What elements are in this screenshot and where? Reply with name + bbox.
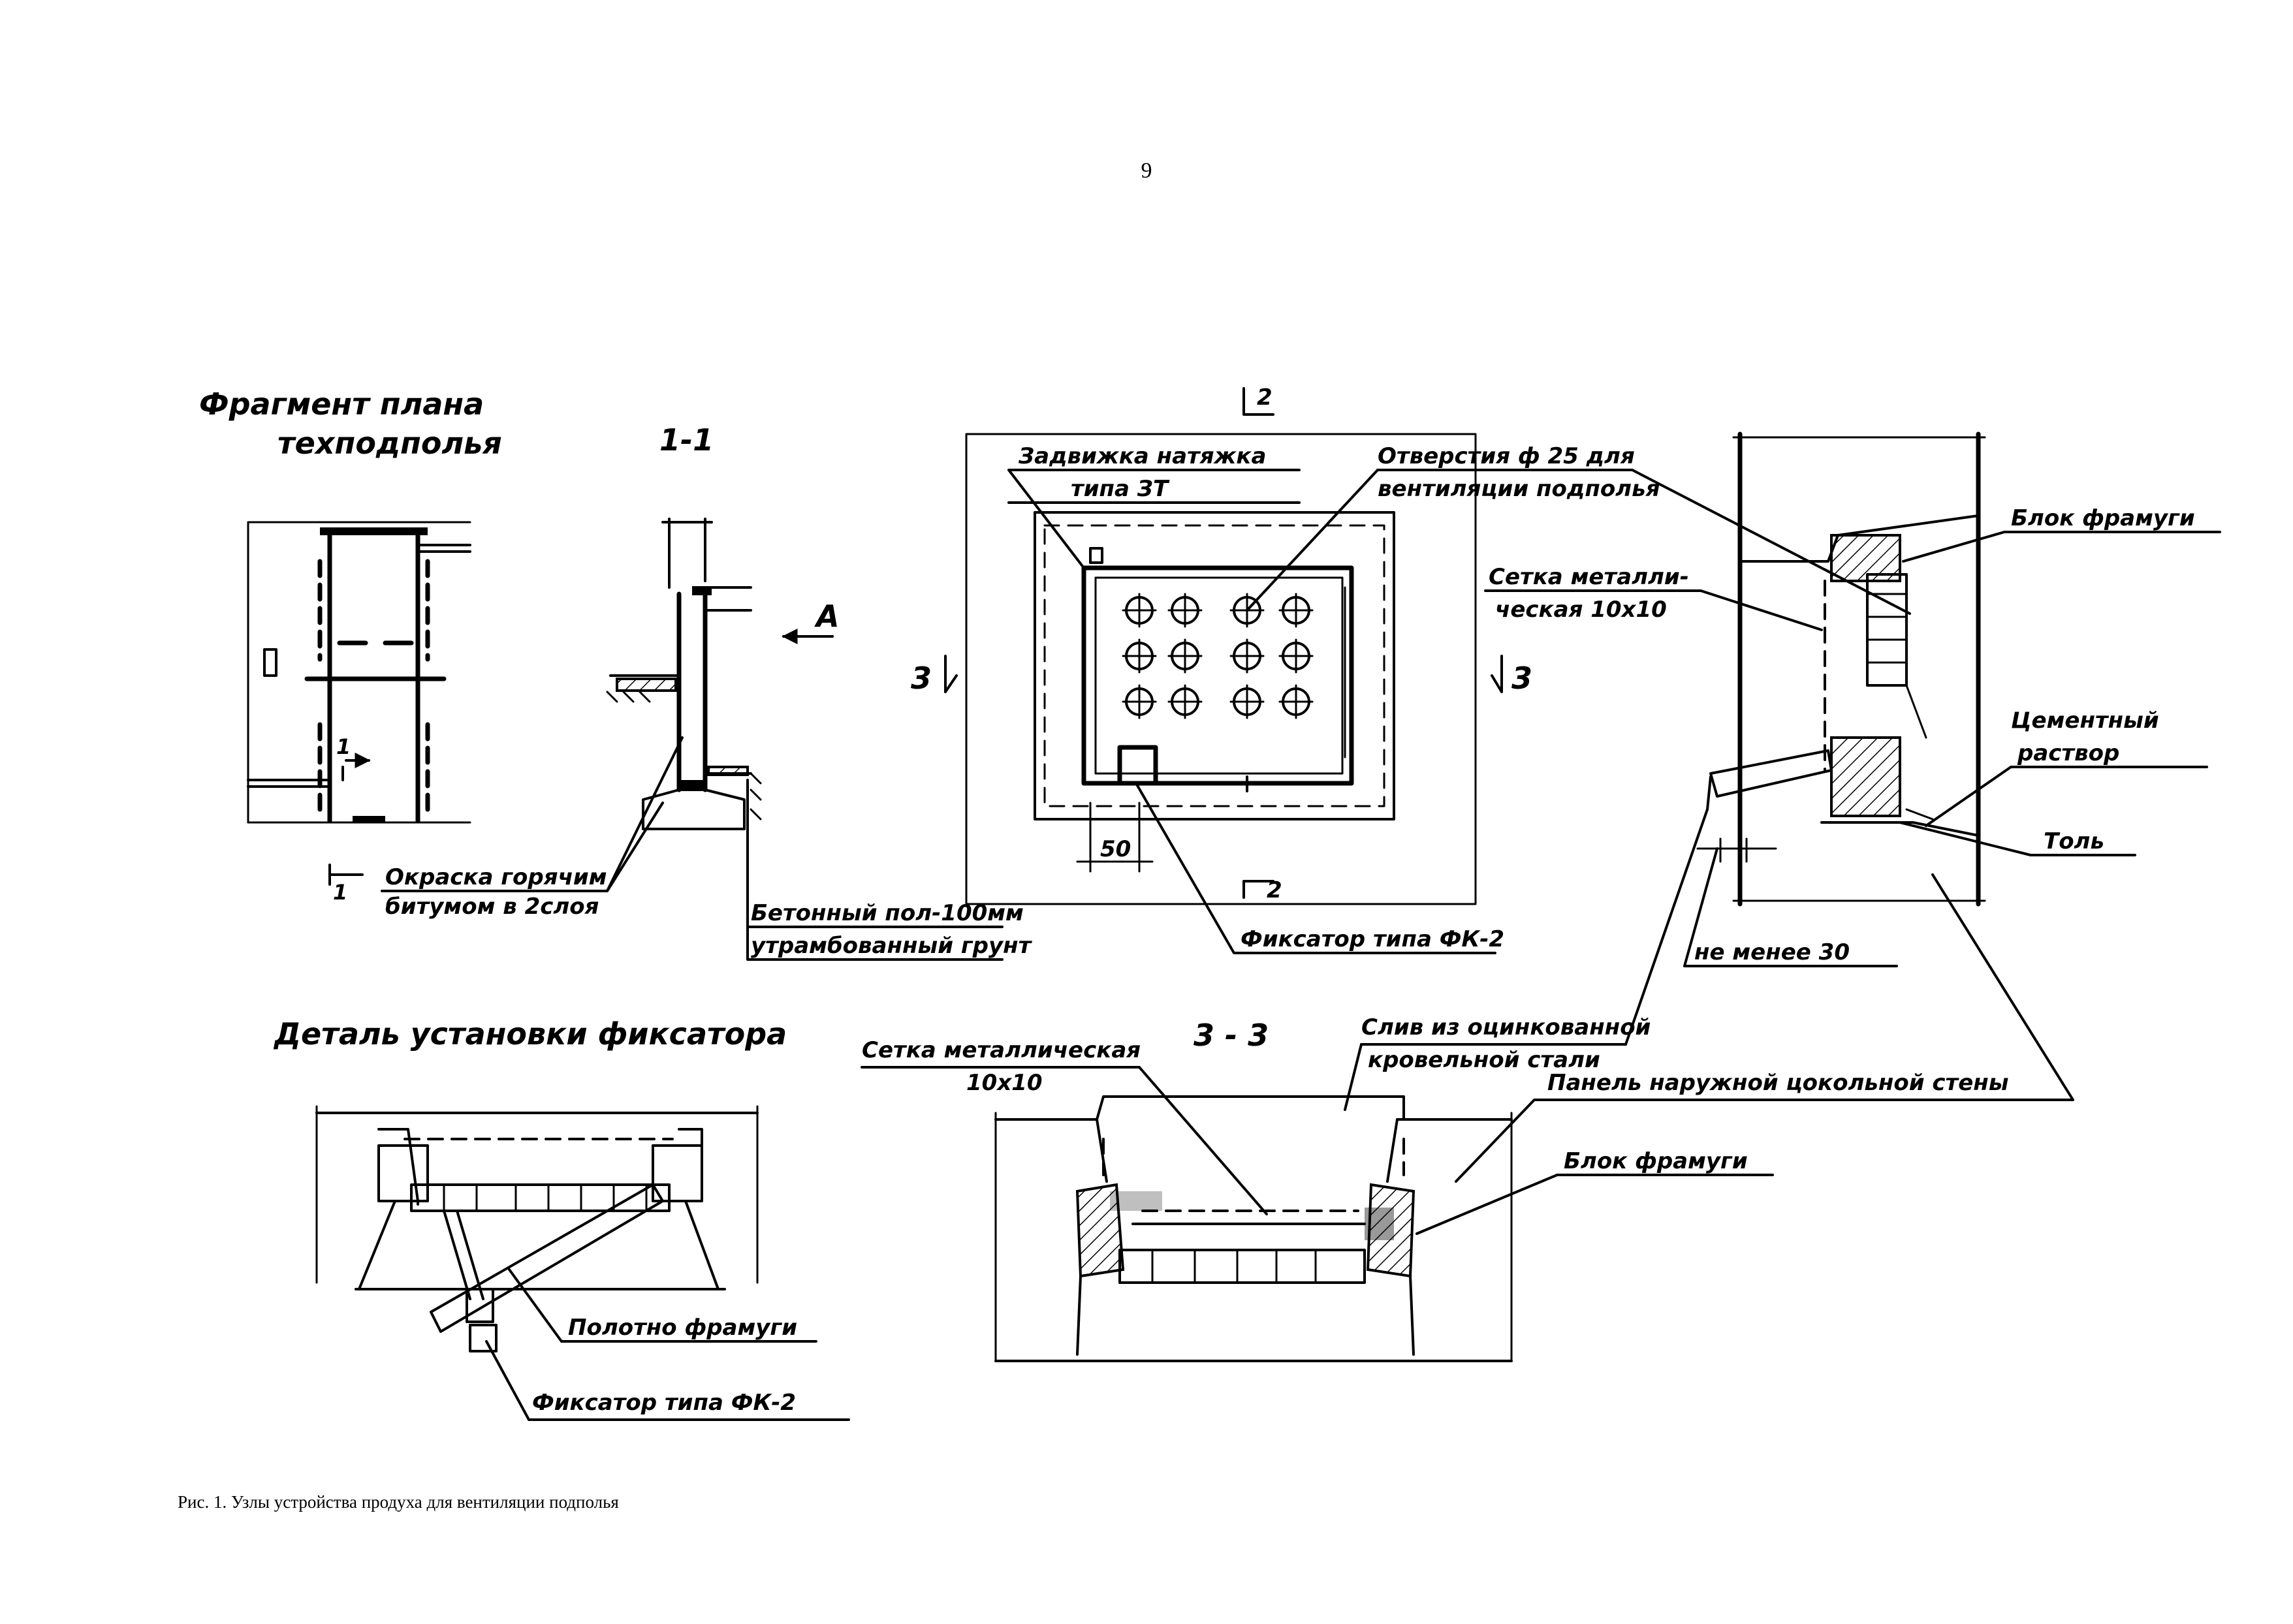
holes-label-line2: вентиляции подполья (1378, 476, 1660, 502)
fixer-detail-callout: Фиксатор типа ФК-2 (485, 1340, 850, 1421)
view-a-elevation: 2 3 3 2 50 (911, 384, 1532, 905)
fixer-detail-title: Деталь установки фиксатора (273, 1016, 787, 1052)
fixer-label: Фиксатор типа ФК-2 (1241, 926, 1504, 952)
cement-label-line2: раствор (2017, 740, 2119, 766)
tol-callout: Толь (1899, 821, 2136, 856)
section-3-3: 3 - 3 (994, 1018, 1513, 1362)
min30-label: не менее 30 (1694, 939, 1850, 965)
block-top-callout: Блок фрамуги (1902, 505, 2221, 563)
bitumen-label-line2: битумом в 2слоя (385, 894, 599, 920)
drip-label-line2: кровельной стали (1368, 1047, 1600, 1073)
sash-callout: Полотно фрамуги (508, 1268, 817, 1343)
holes-label-line1: Отверстия ф 25 для (1378, 443, 1635, 469)
sash-label: Полотно фрамуги (568, 1315, 797, 1341)
concrete-floor-label-line2: утрамбованный грунт (751, 933, 1033, 959)
fixer-detail: Деталь установки фиксатора (273, 1016, 787, 1352)
section-2-2 (1706, 431, 1986, 907)
cut-mark-3-right: 3 (1511, 661, 1532, 696)
plan-fragment: Фрагмент плана техподполья 1 1 (199, 386, 502, 905)
page-number: 9 (1141, 159, 1152, 183)
latch-label-line2: типа ЗТ (1071, 476, 1170, 502)
mesh-label-line2: ческая 10х10 (1495, 597, 1667, 623)
fixer-detail-label: Фиксатор типа ФК-2 (532, 1390, 796, 1416)
bitumen-label-line1: Окраска горячим (385, 864, 607, 890)
cement-label-line1: Цементный (2011, 708, 2159, 734)
mesh33-callout: Сетка металлическая 10х10 (861, 1037, 1268, 1215)
mesh33-label-line2: 10х10 (966, 1070, 1043, 1096)
drip-label-line1: Слив из оцинкованной (1361, 1014, 1651, 1040)
block33-callout: Блок фрамуги (1415, 1148, 1774, 1235)
cement-callout: Цементный раствор (1925, 708, 2208, 827)
view-arrow-a-label: А (814, 599, 840, 634)
section-3-3-title: 3 - 3 (1194, 1018, 1269, 1053)
concrete-floor-callout: Бетонный пол-100мм утрамбованный грунт (746, 779, 1033, 961)
plan-fragment-title-line2: техподполья (277, 426, 502, 461)
dim-50: 50 (1100, 836, 1131, 862)
plan-fragment-title-line1: Фрагмент плана (199, 386, 484, 422)
section-1-1-title: 1-1 (659, 422, 714, 458)
panel-label: Панель наружной цокольной стены (1547, 1070, 2009, 1096)
latch-label-line1: Задвижка натяжка (1018, 443, 1266, 469)
min30-callout: не менее 30 (1683, 837, 1898, 967)
panel-callout: Панель наружной цокольной стены (1455, 873, 2074, 1183)
block-top-label: Блок фрамуги (2011, 505, 2195, 531)
mesh-label-line1: Сетка металли- (1489, 564, 1689, 590)
cut-mark-1-bottom: 1 (333, 880, 347, 905)
holes-callout: Отверстия ф 25 для вентиляции подполья (1246, 443, 1660, 612)
cut-mark-1-top: 1 (336, 734, 351, 759)
bitumen-callout: Окраска горячим битумом в 2слоя (381, 736, 684, 920)
figure-caption: Рис. 1. Узлы устройства продуха для вент… (178, 1492, 619, 1512)
vent-holes (1122, 593, 1314, 719)
cut-mark-2-bottom: 2 (1267, 877, 1282, 903)
latch-callout: Задвижка натяжка типа ЗТ (1007, 443, 1301, 569)
tol-label: Толь (2044, 828, 2104, 854)
block33-label: Блок фрамуги (1564, 1148, 1748, 1174)
mesh33-label-line1: Сетка металлическая (862, 1037, 1141, 1063)
cut-mark-2-top: 2 (1257, 384, 1273, 411)
cut-mark-3-left: 3 (911, 661, 932, 696)
section-1-1: 1-1 А (606, 422, 840, 830)
fixer-callout: Фиксатор типа ФК-2 (1135, 782, 1504, 954)
drip-callout: Слив из оцинкованной кровельной стали (1344, 808, 1709, 1111)
mesh-callout: Сетка металли- ческая 10х10 (1484, 469, 1911, 631)
